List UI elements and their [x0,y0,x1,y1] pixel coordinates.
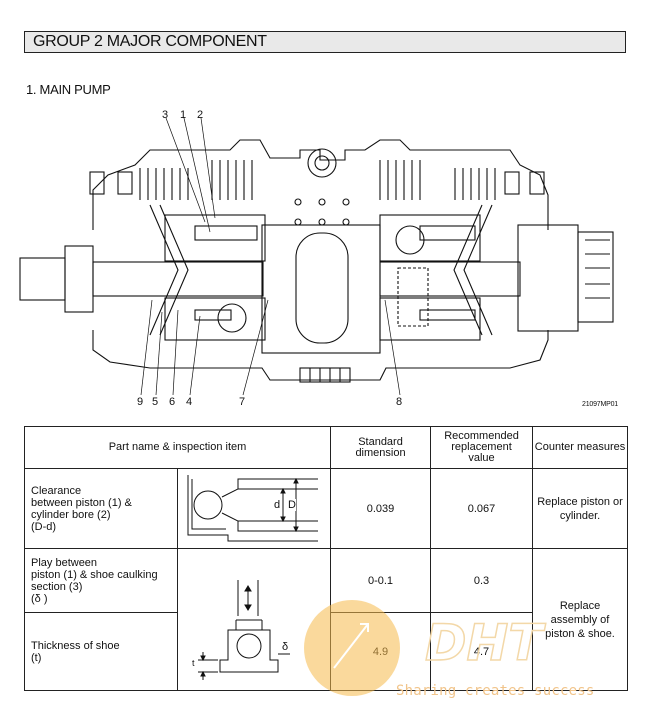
callout-9: 9 [137,396,144,408]
callout-5: 5 [152,396,159,408]
piston-bore-diagram [187,475,318,542]
header-recommended-value: Recommended replacement value [430,426,534,469]
recommended-value: 4.7 [430,612,534,691]
main-pump-cross-section-drawing [19,117,614,396]
header-part-name: Part name & inspection item [23,426,332,469]
recommended-value: 0.067 [430,468,534,549]
header-standard-dimension: Standard dimension [330,426,432,469]
clearance-diagram: d D [176,468,332,549]
recommended-value: 0.3 [430,548,534,613]
callout-3: 3 [162,109,169,121]
callout-6: 6 [169,396,176,408]
item-clearance: Clearance between piston (1) & cylinder … [24,468,178,549]
table-row: Play between piston (1) & shoe caulking … [24,548,629,691]
counter-measure: Replace piston or cylinder. [532,468,629,549]
section-title: 1. MAIN PUMP [26,82,111,97]
figure-id: 21097MP01 [582,401,618,408]
watermark-text: Sharing creates success [396,683,595,699]
shoe-diagram: δ t [176,548,332,691]
callout-4: 4 [186,396,193,408]
standard-value: 0-0.1 [330,548,432,613]
group-title: GROUP 2 MAJOR COMPONENT [24,31,626,53]
item-thickness-of-shoe: Thickness of shoe (t) [24,612,178,691]
table-row: Clearance between piston (1) & cylinder … [24,468,629,549]
standard-value: 4.9 [330,612,432,691]
header-counter-measures: Counter measures [532,426,629,469]
callout-8: 8 [396,396,403,408]
callout-2: 2 [197,109,204,121]
counter-measure-shoe: Replace assembly of piston & shoe. [532,548,629,691]
standard-value: 0.039 [330,468,432,549]
table-header-row: Part name & inspection item Standard dim… [23,426,629,469]
piston-shoe-diagram [198,580,290,680]
callout-7: 7 [239,396,246,408]
item-play-between: Play between piston (1) & shoe caulking … [24,548,178,613]
callout-1: 1 [180,109,187,121]
inspection-table: Part name & inspection item Standard dim… [23,426,629,691]
